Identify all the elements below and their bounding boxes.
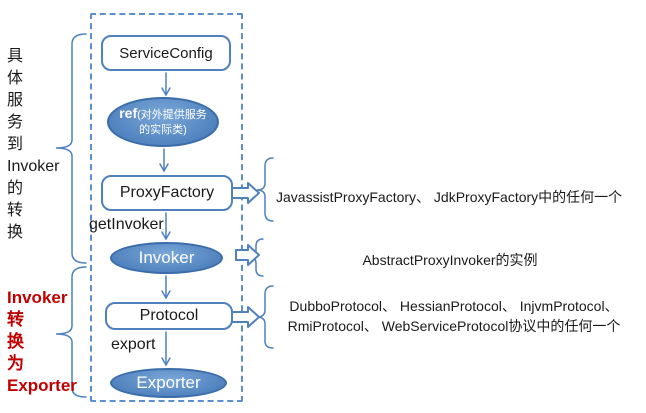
left-label-line: 务 — [7, 114, 24, 131]
node-serviceconfig-label: ServiceConfig — [119, 44, 213, 62]
node-protocol: Protocol — [105, 302, 233, 330]
left-label-line: 服 — [7, 92, 24, 109]
node-protocol-label: Protocol — [139, 307, 199, 324]
annotation-protocol: DubboProtocol、 HessianProtocol、 InjvmPro… — [262, 296, 646, 336]
left-label-line: 换 — [7, 332, 24, 351]
left-label-line: 转 — [7, 202, 24, 219]
left-label-line: Exporter — [7, 376, 77, 395]
left-label-line: 到 — [7, 136, 24, 153]
annotation-proxyfactory: JavassistProxyFactory、 JdkProxyFactory中的… — [276, 189, 623, 205]
left-label-line: 体 — [7, 70, 24, 87]
node-proxyfactory-label: ProxyFactory — [119, 184, 215, 201]
label-export: export — [111, 336, 156, 353]
node-exporter-ellipse: Exporter — [110, 368, 227, 398]
node-ref-subtitle: (对外提供服务的实际类) — [137, 109, 207, 136]
node-ref-label: ref(对外提供服务的实际类) — [119, 105, 207, 137]
left-label-line: 转 — [7, 310, 24, 329]
left-label-line: 为 — [7, 354, 24, 373]
node-ref-title: ref — [119, 105, 138, 121]
annotation-protocol-line2: RmiProtocol、 WebServiceProtocol协议中的任何一个 — [287, 318, 621, 334]
left-label-line: 换 — [7, 224, 24, 241]
left-label-line: 具 — [7, 48, 24, 65]
annotation-invoker: AbstractProxyInvoker的实例 — [362, 252, 538, 268]
left-label-line: Invoker — [7, 288, 68, 307]
annotation-protocol-line1: DubboProtocol、 HessianProtocol、 InjvmPro… — [289, 298, 619, 314]
node-invoker-label: Invoker — [138, 248, 195, 267]
dashed-boundary-box — [90, 13, 243, 402]
left-label-line: 的 — [7, 180, 24, 197]
node-proxyfactory: ProxyFactory — [101, 175, 233, 211]
node-invoker-ellipse: Invoker — [110, 242, 223, 274]
node-ref-ellipse: ref(对外提供服务的实际类) — [107, 97, 219, 147]
label-getinvoker: getInvoker — [89, 216, 164, 233]
node-serviceconfig: ServiceConfig — [101, 35, 231, 71]
node-exporter-label: Exporter — [136, 373, 201, 392]
left-label-line: Invoker — [7, 158, 60, 175]
left-label-invoker-to-exporter: Invoker 转 换 为 Exporter — [2, 287, 77, 397]
left-label-service-to-invoker: 具 体 服 务 到 Invoker 的 转 换 — [2, 46, 72, 244]
right-brace-invoker — [248, 238, 264, 277]
right-brace-proxyfactory — [256, 157, 274, 222]
